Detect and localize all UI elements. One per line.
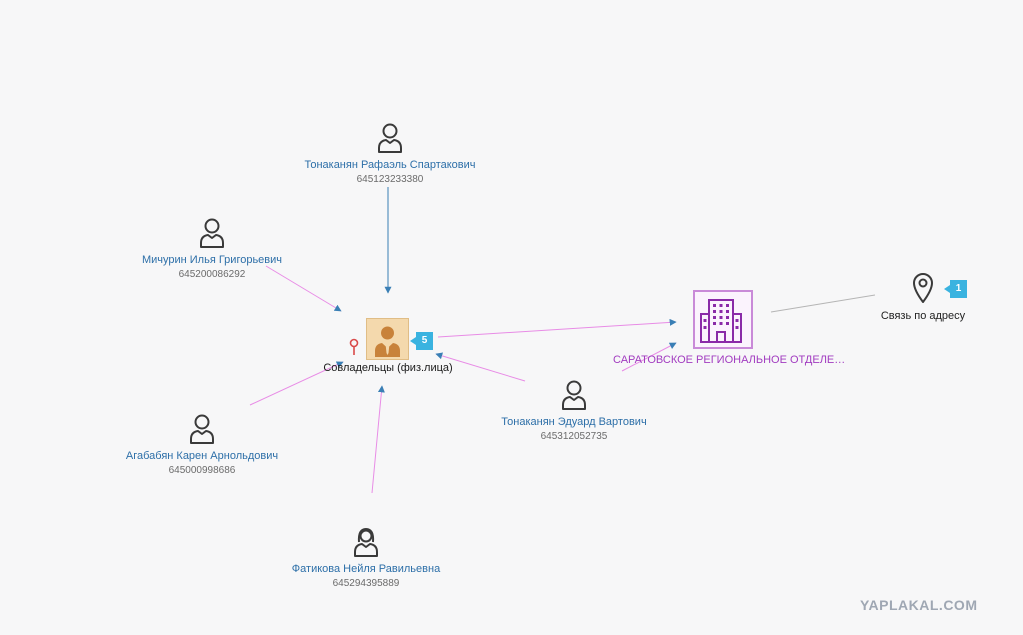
address-count-badge[interactable]: 1 xyxy=(944,280,967,298)
person-name[interactable]: Тонаканян Рафаэль Спартакович xyxy=(304,159,476,171)
edge-person5-to-group xyxy=(435,352,526,382)
person-inn: 645123233380 xyxy=(356,174,424,185)
person-inn: 645000998686 xyxy=(168,465,236,476)
person-node[interactable]: Агабабян Карен Арнольдович 645000998686 xyxy=(102,413,302,476)
person-name[interactable]: Тонаканян Эдуард Вартович xyxy=(501,416,647,428)
person-node[interactable]: Тонаканян Рафаэль Спартакович 6451232333… xyxy=(290,122,490,185)
businessman-icon xyxy=(375,326,400,357)
female-person-icon xyxy=(354,527,378,557)
person-node[interactable]: Тонаканян Эдуард Вартович 645312052735 xyxy=(474,379,674,442)
organization-label[interactable]: САРАТОВСКОЕ РЕГИОНАЛЬНОЕ ОТДЕЛЕ… xyxy=(613,354,846,366)
person-node[interactable]: Мичурин Илья Григорьевич 645200086292 xyxy=(112,217,312,280)
edge-person3-to-group xyxy=(249,361,344,406)
edge-person2-to-group xyxy=(265,265,342,312)
co-owners-group-node[interactable] xyxy=(366,318,409,360)
person-inn: 645200086292 xyxy=(178,269,246,280)
group-count-badge[interactable]: 5 xyxy=(410,332,433,350)
person-icon xyxy=(190,414,214,444)
edge-group-to-org xyxy=(437,318,677,338)
edge-person5-to-org xyxy=(621,342,677,372)
person-inn: 645312052735 xyxy=(540,431,608,442)
edge-person4-to-group xyxy=(371,385,385,494)
edge-org-to-address xyxy=(770,294,876,313)
person-icon xyxy=(200,218,224,248)
watermark: YAPLAKAL.COM xyxy=(860,597,978,613)
person-name[interactable]: Агабабян Карен Арнольдович xyxy=(125,450,279,462)
address-link-label[interactable]: Связь по адресу xyxy=(880,310,966,322)
person-node[interactable]: Фатикова Нейля Равильевна 645294395889 xyxy=(266,526,466,589)
person-name[interactable]: Фатикова Нейля Равильевна xyxy=(291,563,441,575)
person-icon xyxy=(562,380,586,410)
organization-node[interactable] xyxy=(693,290,753,349)
red-pin-icon xyxy=(349,338,359,361)
address-link-node[interactable] xyxy=(911,272,935,304)
person-inn: 645294395889 xyxy=(332,578,400,589)
person-name[interactable]: Мичурин Илья Григорьевич xyxy=(141,254,283,266)
group-label[interactable]: Совладельцы (физ.лица) xyxy=(323,362,453,374)
person-icon xyxy=(378,123,402,153)
office-building-icon xyxy=(700,299,742,343)
map-pin-icon xyxy=(913,273,933,303)
